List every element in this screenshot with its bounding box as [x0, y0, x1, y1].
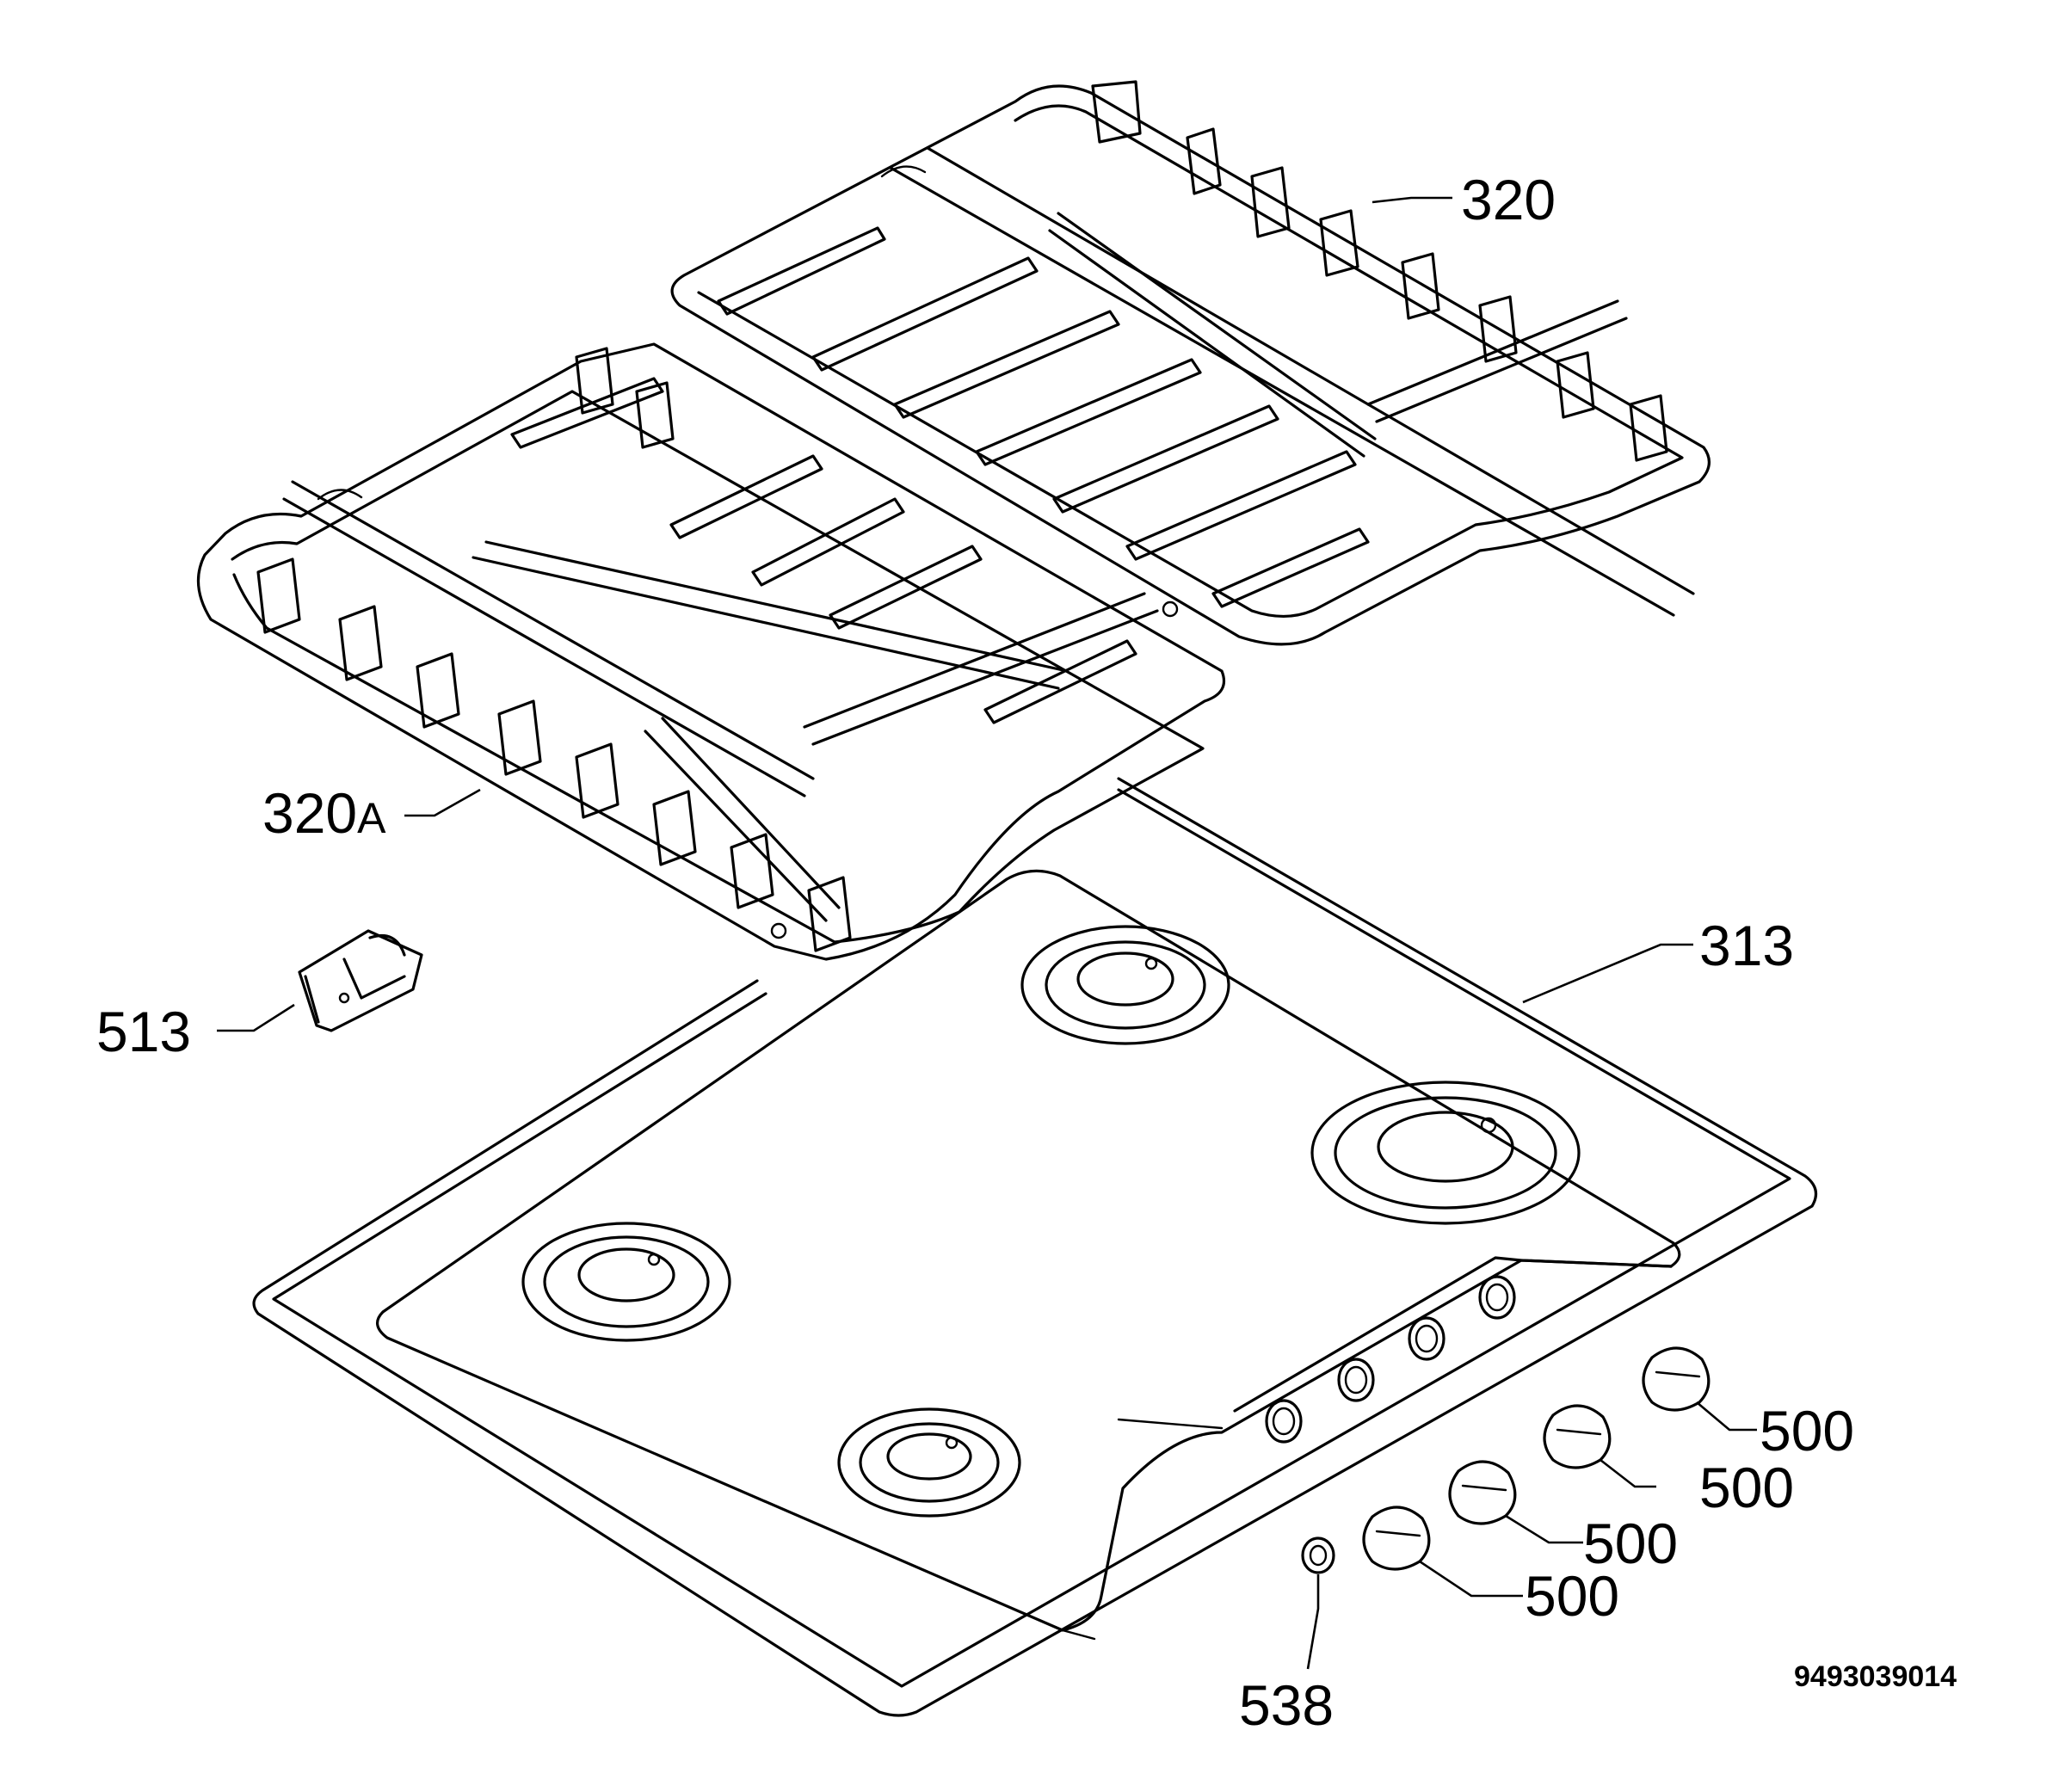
label-500-4: 500 [1525, 1564, 1619, 1628]
control-knob-4 [1362, 1506, 1431, 1571]
pan-support-grid-320A [196, 342, 1226, 961]
control-knob-1 [1642, 1346, 1711, 1412]
pan-support-grid-320 [670, 80, 1711, 646]
label-500-3: 500 [1583, 1512, 1678, 1575]
control-knob-2 [1543, 1404, 1612, 1469]
burner-front-center [837, 1407, 1021, 1518]
control-knob-3 [1448, 1460, 1517, 1525]
label-320: 320 [1461, 168, 1556, 231]
label-500-2: 500 [1699, 1456, 1794, 1519]
label-513: 513 [96, 1000, 191, 1063]
burner-rear-right [1310, 1081, 1581, 1225]
label-320A: 320A [262, 781, 386, 845]
label-320A-number: 320 [262, 781, 357, 845]
drawing-number: 9493039014 [1794, 1660, 1957, 1693]
label-320A-suffix: A [357, 794, 386, 842]
leader-lines [217, 196, 1757, 1670]
label-500-1: 500 [1760, 1399, 1854, 1463]
label-313: 313 [1699, 914, 1794, 977]
hob-top-313 [252, 777, 1818, 1717]
label-538: 538 [1239, 1673, 1334, 1737]
clip-513 [298, 929, 423, 1032]
burner-rear-left [1020, 925, 1230, 1045]
knob-holes [1265, 1275, 1516, 1444]
burner-front-left [521, 1222, 731, 1342]
spark-button-538 [1301, 1536, 1335, 1574]
